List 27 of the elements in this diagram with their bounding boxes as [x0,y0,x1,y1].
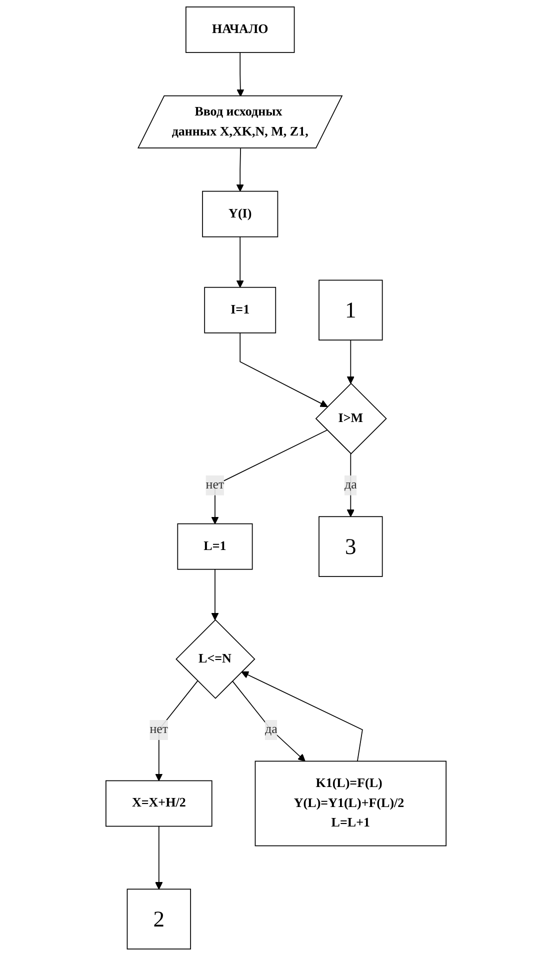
node-box: X=X+H/2 [106,780,212,827]
node-box: L=1 [177,523,253,570]
node-diamond: L<=N [176,619,256,699]
arrow [236,52,244,97]
edge-label: нет [206,478,224,492]
arrow [211,430,328,524]
arrow [155,680,198,782]
arrow [236,236,244,288]
arrow [236,148,244,192]
node-box: НАЧАЛО [185,6,295,53]
node-box: 2 [126,888,191,950]
arrow [155,826,163,890]
node-box: Y(I) [202,190,278,238]
edge-label: да [344,478,357,492]
node-box: 1 [318,280,383,340]
arrow [346,453,354,517]
arrow [211,568,219,620]
arrow [346,340,354,384]
node-box: I=1 [204,286,276,334]
node-diamond: I>M [315,382,387,454]
edge-label: да [264,722,278,736]
edge-label: нет [150,722,168,736]
node-box: K1(L)=F(L) Y(L)=Y1(L)+F(L)/2 L=L+1 [254,760,446,846]
arrow [241,671,363,762]
arrow [232,680,306,762]
arrow [240,332,328,407]
node-box: 3 [318,516,383,577]
